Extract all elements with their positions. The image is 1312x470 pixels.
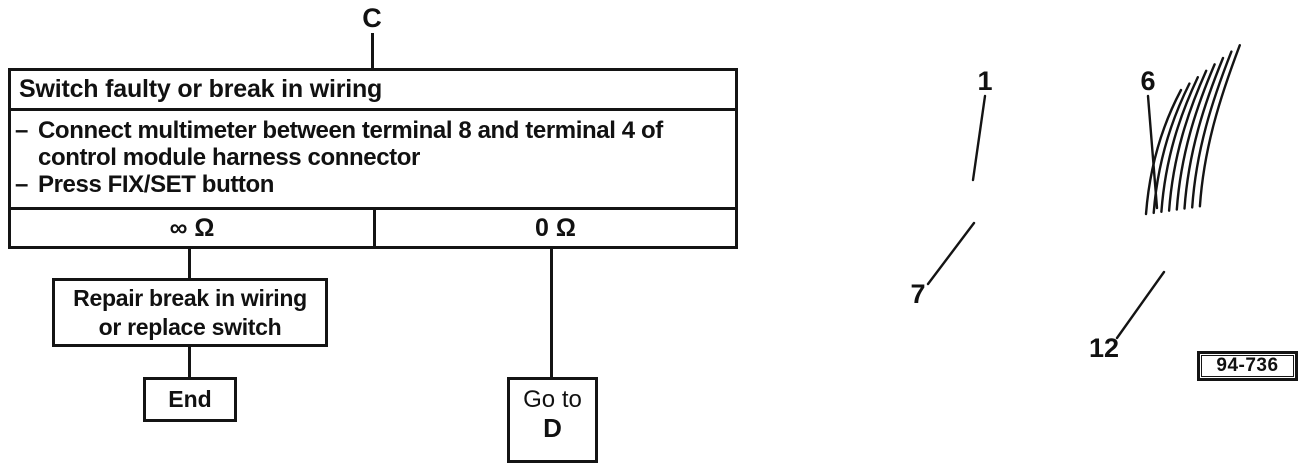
goto-target-label: D — [543, 413, 562, 443]
figure-reference-box: 94-736 — [1197, 351, 1298, 381]
instruction-line: control module harness connector — [15, 144, 420, 171]
repair-line-2: or replace switch — [98, 313, 282, 340]
instruction-text: Press FIX/SET button — [38, 171, 275, 198]
connector-line-entry — [371, 33, 374, 68]
leader-pin6 — [1146, 94, 1159, 210]
pin-label-1: 1 — [977, 66, 993, 96]
instruction-line: – Press FIX/SET button — [15, 171, 274, 198]
connector-line-right-branch — [550, 248, 553, 377]
result-cell-infinity-ohm: ∞ Ω — [11, 210, 376, 246]
connector-illustration — [926, 44, 1241, 340]
wire-bundle — [1144, 44, 1241, 216]
goto-box: Go to D — [507, 377, 598, 463]
dash-bullet: – — [15, 171, 28, 198]
decision-box: Switch faulty or break in wiring – Conne… — [8, 68, 738, 249]
instruction-text: control module harness connector — [38, 144, 420, 171]
leader-lines — [926, 94, 1166, 340]
result-row: ∞ Ω 0 Ω — [11, 210, 735, 246]
instruction-text: Connect multimeter between terminal 8 an… — [38, 117, 663, 144]
pin-label-6: 6 — [1140, 66, 1156, 96]
result-cell-zero-ohm: 0 Ω — [535, 213, 576, 242]
goto-line: Go to — [523, 386, 582, 413]
connector-line-left-branch — [188, 248, 191, 278]
dash-bullet — [15, 144, 38, 171]
flow-entry-label: C — [362, 3, 382, 33]
dash-bullet: – — [15, 117, 28, 144]
connector-line-repair-to-end — [188, 347, 191, 377]
figure-number: 94-736 — [1201, 355, 1294, 377]
instruction-line: – Connect multimeter between terminal 8 … — [15, 117, 663, 144]
leader-pin7 — [926, 221, 976, 286]
leader-pin1 — [971, 94, 987, 182]
decision-box-title: Switch faulty or break in wiring — [11, 71, 735, 111]
pin-label-7: 7 — [910, 279, 926, 309]
end-box: End — [143, 377, 237, 422]
repair-action-box: Repair break in wiring or replace switch — [52, 278, 328, 347]
decision-box-instructions: – Connect multimeter between terminal 8 … — [11, 111, 735, 210]
repair-line-1: Repair break in wiring — [73, 284, 307, 311]
leader-pin12 — [1115, 270, 1166, 340]
pin-label-12: 12 — [1088, 333, 1120, 363]
